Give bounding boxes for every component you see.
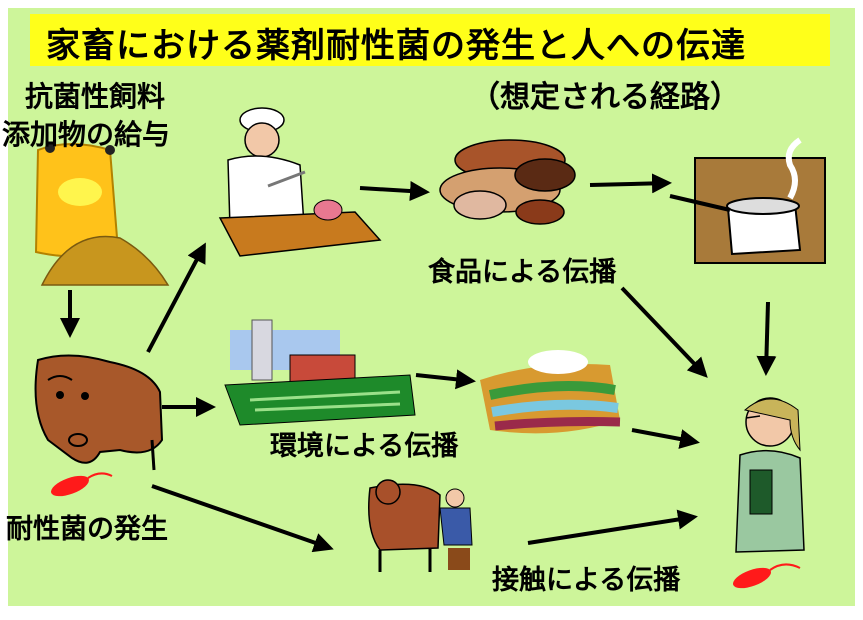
person-icon (736, 398, 804, 552)
butcher-icon (220, 108, 380, 256)
sausages-icon (440, 140, 575, 224)
feed-bag-icon (36, 143, 168, 285)
diagram-subtitle: （想定される経路） (470, 72, 740, 116)
diagram-title: 家畜における薬剤耐性菌の発生と人への伝達 (46, 18, 746, 67)
farm-icon (225, 320, 415, 425)
environment-transmission-label: 環境による伝播 (270, 424, 458, 463)
resistant-bacteria-label: 耐性菌の発生 (6, 507, 168, 546)
cow-icon (36, 355, 162, 470)
dairy-cow-icon (369, 480, 472, 572)
contact-transmission-label: 接触による伝播 (492, 558, 680, 597)
food-transmission-label: 食品による伝播 (428, 250, 616, 289)
fields-icon (480, 350, 620, 433)
feed-label-line1: 抗菌性飼料 (25, 75, 165, 115)
cooking-pot-icon (670, 140, 825, 263)
feed-label-line2: 添加物の給与 (2, 113, 170, 153)
